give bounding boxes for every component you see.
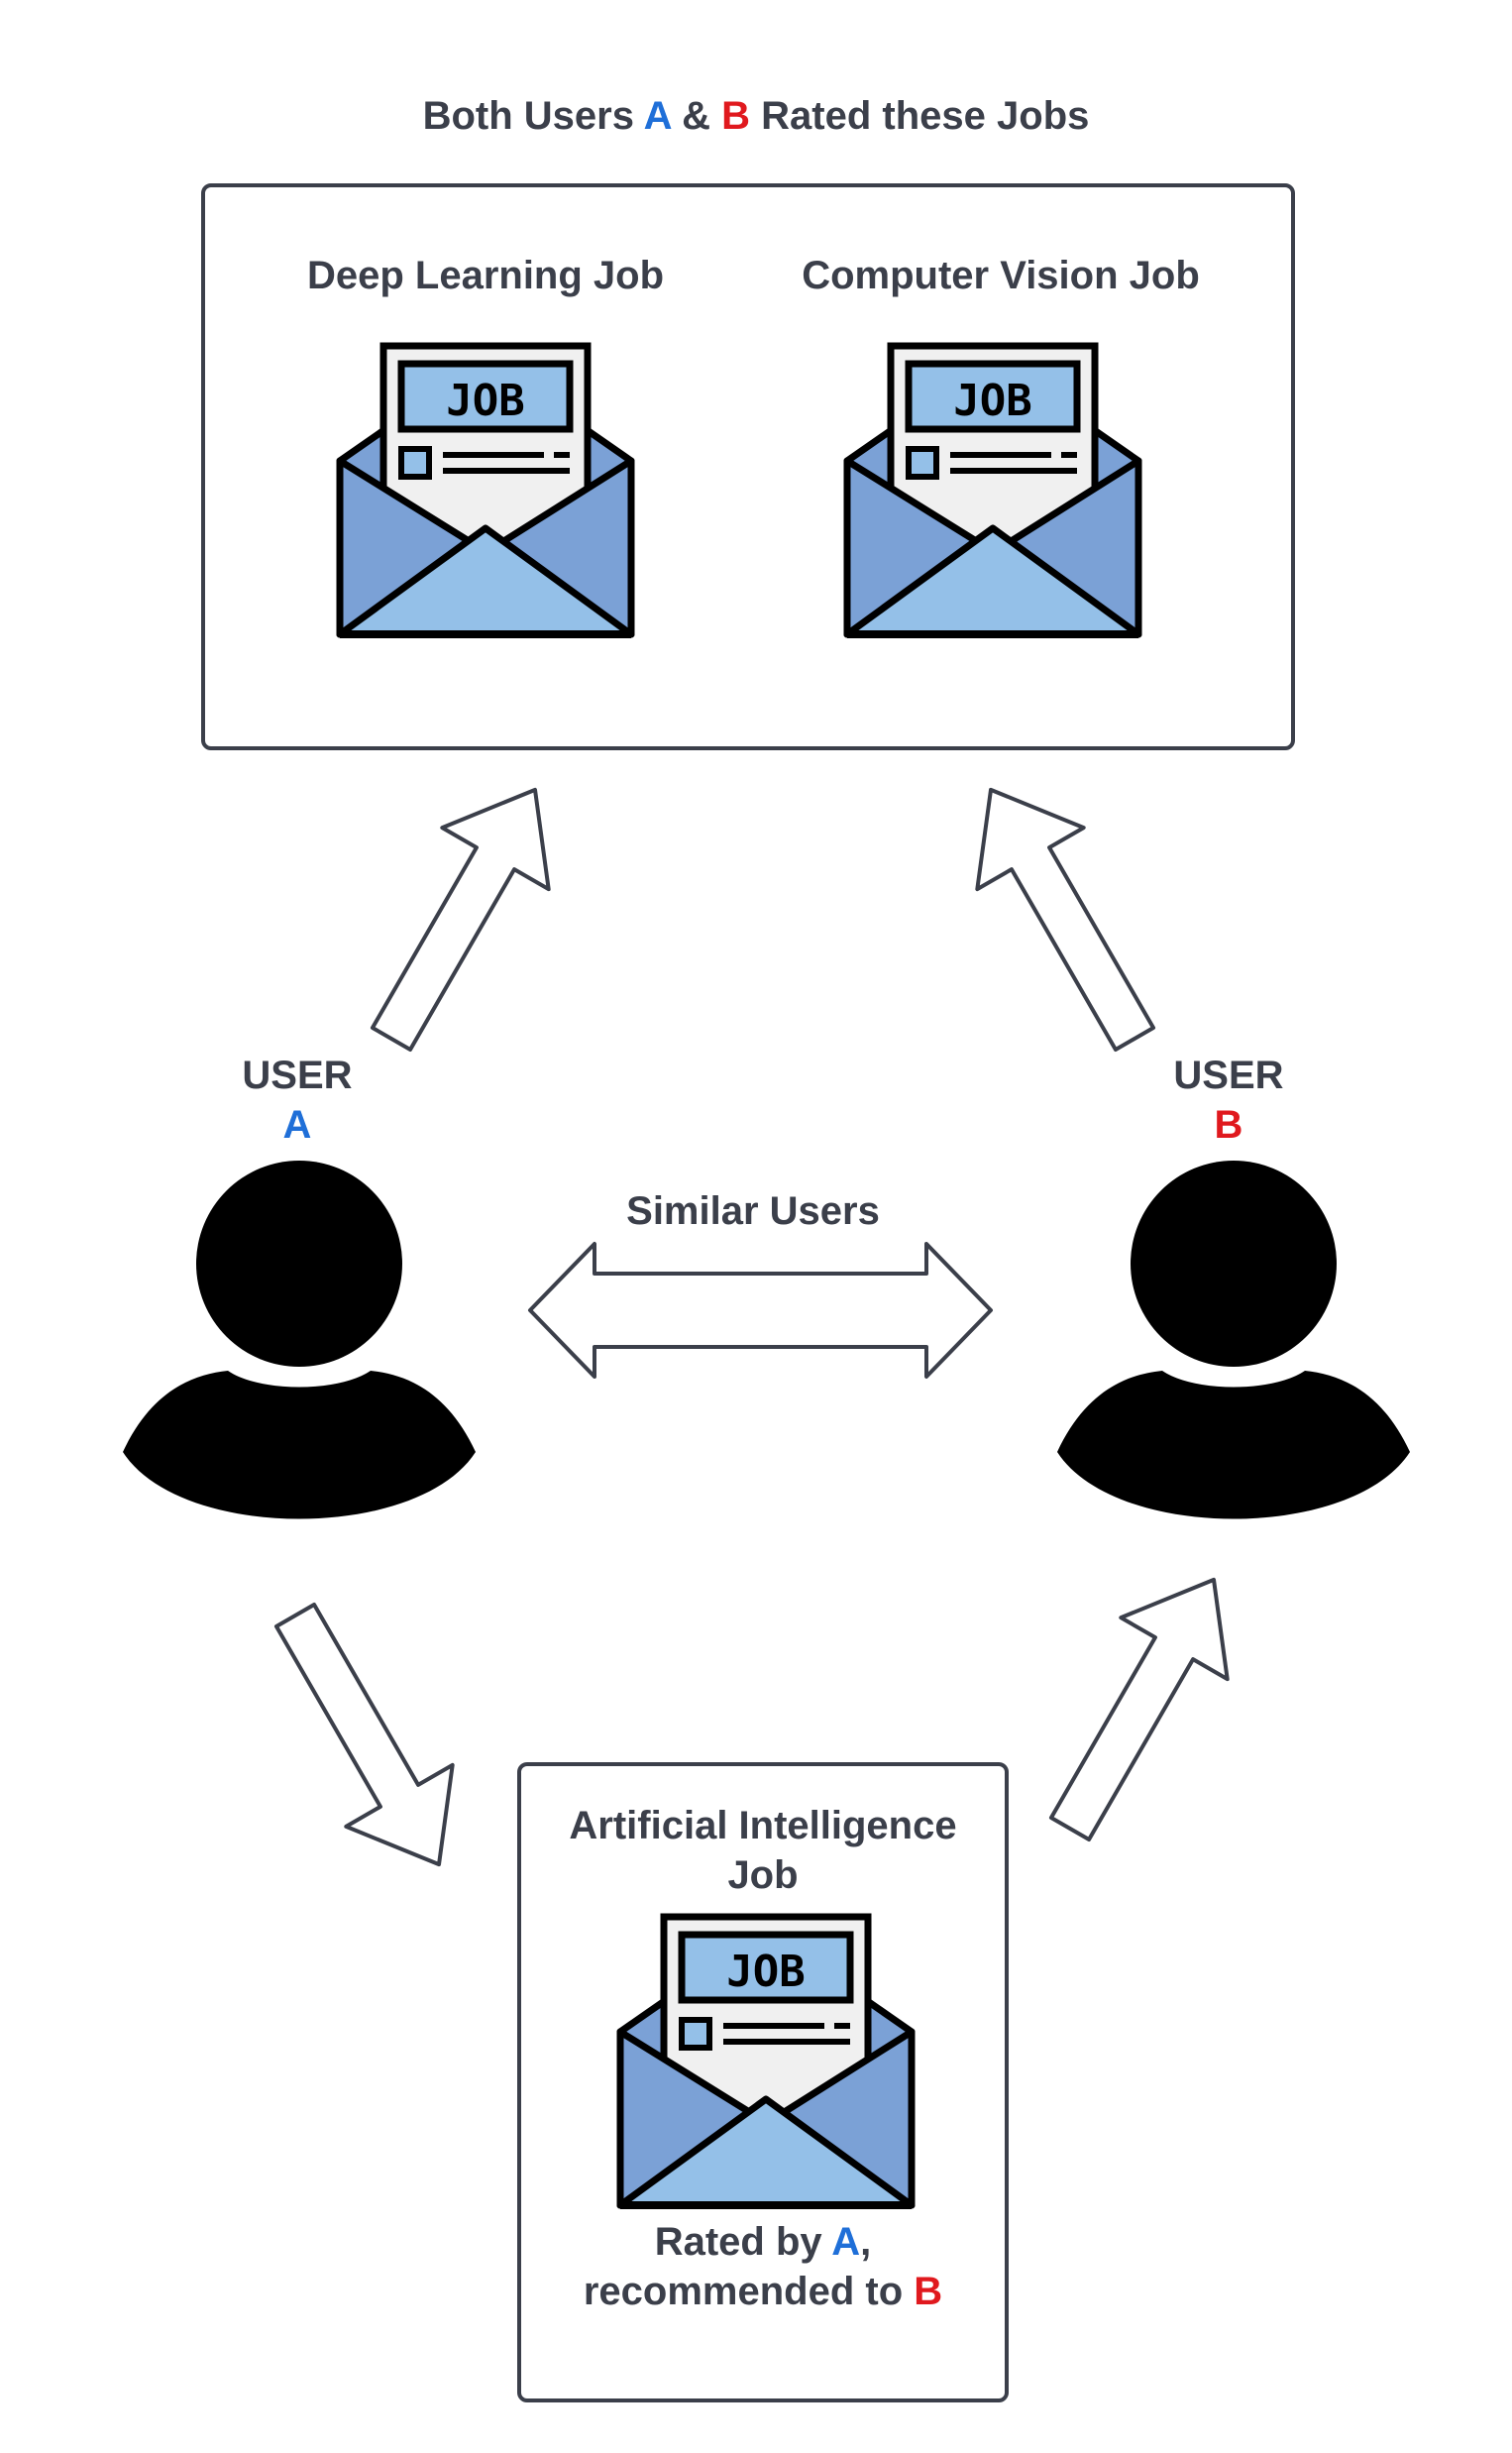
job-label-deep-learning: Deep Learning Job — [306, 254, 665, 297]
user-a-person-icon — [123, 1161, 476, 1519]
job-label-computer-vision: Computer Vision Job — [802, 254, 1200, 297]
user-a-label: USER A — [198, 1051, 396, 1150]
arrow-user-a-to-shared-jobs — [336, 756, 591, 1071]
user-b-letter: B — [1214, 1103, 1243, 1147]
user-b-person-icon — [1057, 1161, 1410, 1519]
user-a-letter: A — [282, 1103, 312, 1147]
recommended-job-label: Artificial Intelligence Job — [569, 1804, 957, 1897]
title-user-b: B — [721, 94, 751, 138]
similar-users-label: Similar Users — [626, 1189, 880, 1233]
envelope-job-icon-ai — [620, 1917, 912, 2205]
envelope-job-icon-computer-vision — [847, 346, 1138, 634]
recommendation-note: Rated by A, recommended to B — [583, 2220, 943, 2313]
arrow-recommended-job-to-user-b — [1015, 1546, 1269, 1861]
similar-users-double-arrow — [528, 1242, 993, 1379]
title-user-a: A — [643, 94, 672, 138]
envelope-job-icon-deep-learning — [340, 346, 631, 634]
arrow-user-a-to-recommended-job — [240, 1583, 494, 1898]
arrow-user-b-to-shared-jobs — [935, 756, 1190, 1071]
diagram-title: Both Users A & B Rated these Jobs — [422, 94, 1090, 138]
user-b-label: USER B — [1130, 1051, 1328, 1150]
